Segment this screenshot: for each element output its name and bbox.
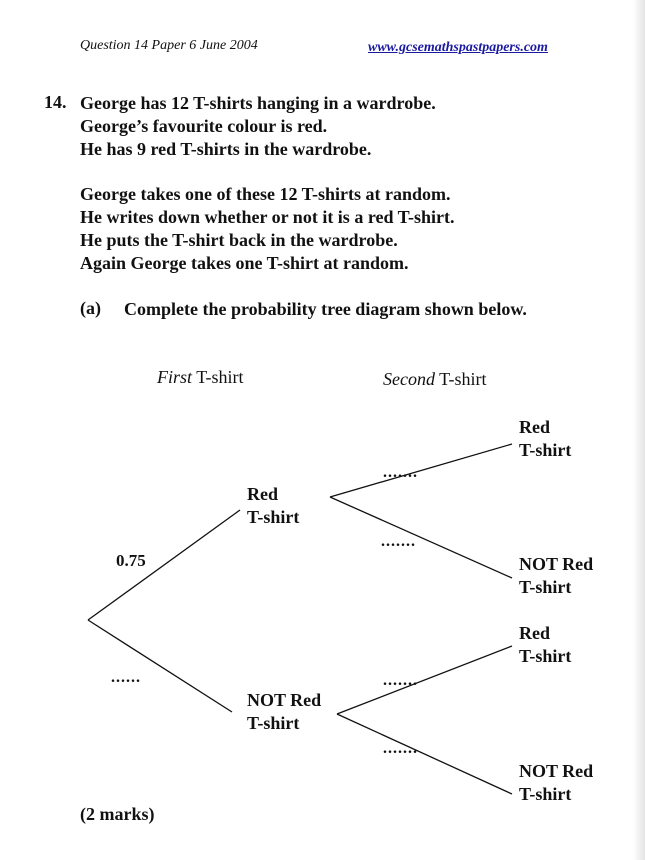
- prob-red-notred-blank[interactable]: .......: [381, 533, 416, 550]
- node-label: T-shirt: [519, 784, 572, 804]
- intro-line: George has 12 T-shirts hanging in a ward…: [80, 93, 436, 113]
- question-number: 14.: [44, 92, 67, 112]
- branch-notred-to-notred: [336, 713, 513, 795]
- node-label: Red: [247, 484, 278, 504]
- prob-red-red-blank[interactable]: .......: [383, 464, 418, 481]
- node-red-red: Red T-shirt: [519, 416, 571, 462]
- first-tshirt-heading: First T-shirt: [157, 367, 244, 388]
- website-link[interactable]: www.gcsemathspastpapers.com: [368, 40, 548, 55]
- first-heading-rest: T-shirt: [192, 367, 244, 387]
- branch-root-to-red: [87, 509, 241, 621]
- prob-notred-notred-blank[interactable]: .......: [383, 740, 418, 757]
- branch-red-to-notred: [329, 496, 513, 579]
- second-heading-italic: Second: [383, 369, 435, 389]
- process-line: Again George takes one T-shirt at random…: [80, 253, 409, 273]
- prob-first-notred-blank[interactable]: ......: [111, 669, 141, 686]
- node-label: T-shirt: [519, 646, 572, 666]
- node-first-notred: NOT Red T-shirt: [247, 689, 321, 735]
- process-line: He puts the T-shirt back in the wardrobe…: [80, 230, 398, 250]
- branch-red-to-red: [329, 443, 513, 498]
- node-label: T-shirt: [519, 440, 572, 460]
- node-first-red: Red T-shirt: [247, 483, 299, 529]
- node-notred-red: Red T-shirt: [519, 622, 571, 668]
- node-label: Red: [519, 623, 550, 643]
- part-a-label: (a): [80, 298, 101, 318]
- question-process: George takes one of these 12 T-shirts at…: [80, 183, 455, 275]
- first-heading-italic: First: [157, 367, 193, 387]
- prob-notred-red-blank[interactable]: .......: [383, 672, 418, 689]
- intro-line: George’s favourite colour is red.: [80, 116, 328, 136]
- page-edge-shadow: [633, 0, 645, 860]
- node-label: NOT Red: [247, 690, 322, 710]
- branch-root-to-notred: [87, 619, 233, 713]
- paper-reference: Question 14 Paper 6 June 2004: [80, 38, 258, 53]
- process-line: He writes down whether or not it is a re…: [80, 207, 455, 227]
- question-intro: George has 12 T-shirts hanging in a ward…: [80, 92, 436, 161]
- second-tshirt-heading: Second T-shirt: [383, 369, 487, 390]
- prob-first-red: 0.75: [116, 551, 146, 570]
- node-notred-notred: NOT Red T-shirt: [519, 760, 593, 806]
- node-red-notred: NOT Red T-shirt: [519, 553, 593, 599]
- node-label: T-shirt: [247, 507, 300, 527]
- node-label: T-shirt: [247, 713, 300, 733]
- process-line: George takes one of these 12 T-shirts at…: [80, 184, 451, 204]
- branch-notred-to-red: [336, 645, 513, 715]
- intro-line: He has 9 red T-shirts in the wardrobe.: [80, 139, 372, 159]
- node-label: NOT Red: [519, 554, 594, 574]
- marks-allocation: (2 marks): [80, 804, 155, 824]
- node-label: T-shirt: [519, 577, 572, 597]
- node-label: Red: [519, 417, 550, 437]
- node-label: NOT Red: [519, 761, 594, 781]
- part-a-instruction: Complete the probability tree diagram sh…: [124, 299, 527, 319]
- second-heading-rest: T-shirt: [434, 369, 487, 389]
